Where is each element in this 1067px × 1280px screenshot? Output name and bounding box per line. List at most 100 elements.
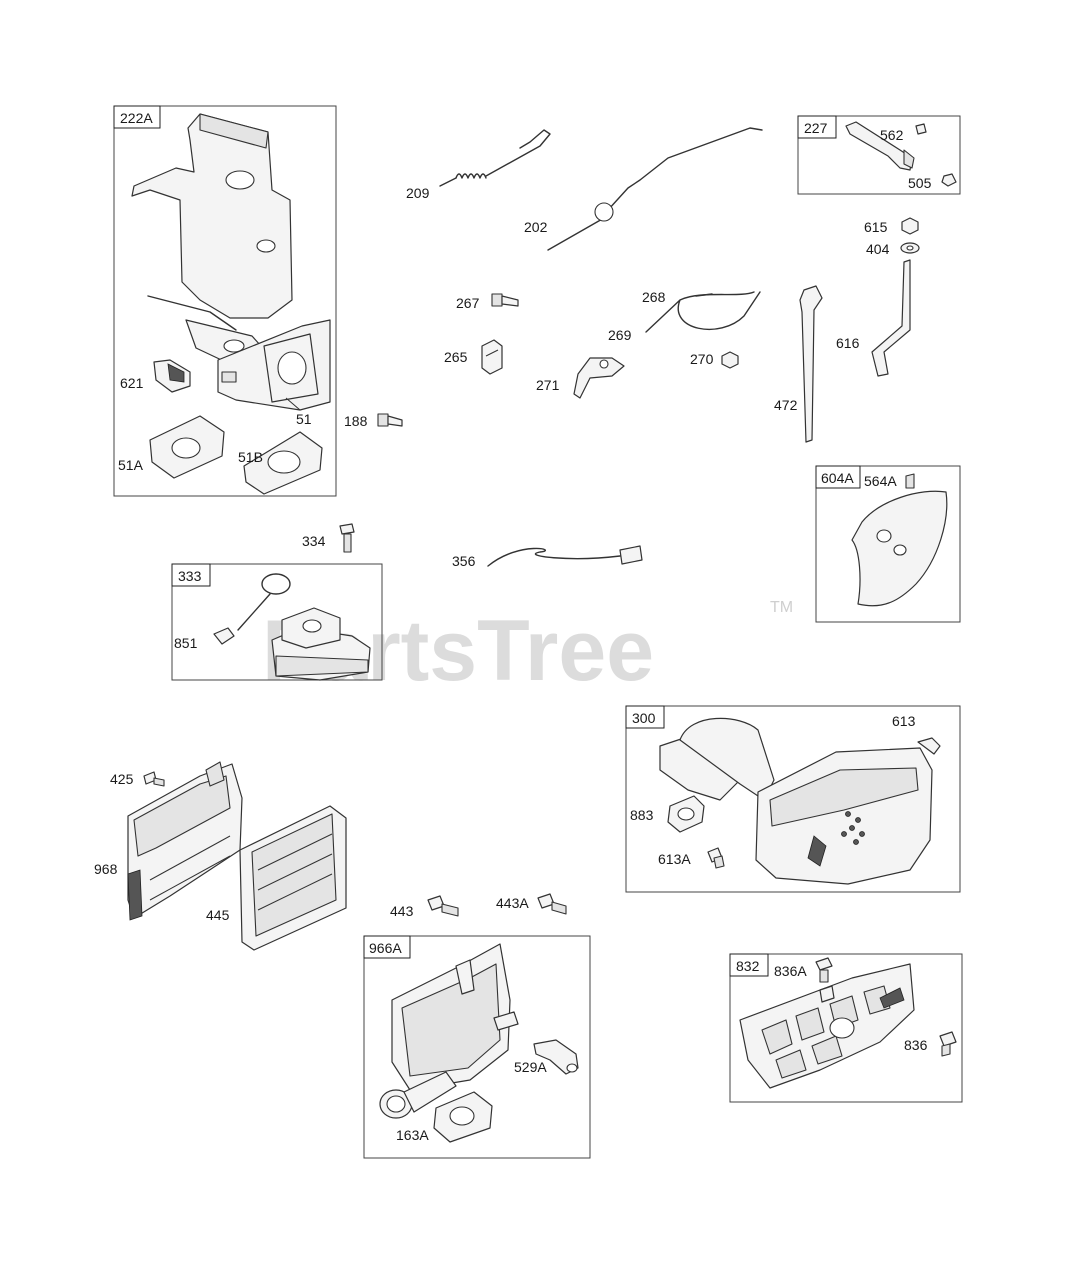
- group-832[interactable]: 832: [729, 953, 963, 1103]
- part-270-nut: [721, 351, 739, 369]
- part-443A-screw: [537, 893, 567, 915]
- callout-968: 968: [94, 861, 118, 877]
- callout-425: 425: [110, 771, 134, 787]
- group-222A-frame: [113, 105, 337, 497]
- group-832-label: 832: [736, 958, 760, 974]
- part-202-link: [547, 127, 763, 251]
- callout-271: 271: [536, 377, 560, 393]
- muffler-vent-holes: [841, 811, 865, 845]
- group-966A-tag: [363, 935, 411, 959]
- group-966A-label: 966A: [369, 940, 402, 956]
- group-227-tag: [797, 115, 837, 139]
- callout-443A: 443A: [496, 895, 529, 911]
- callout-163A: 163A: [396, 1127, 429, 1143]
- callout-616: 616: [836, 335, 860, 351]
- governor-bracket-drawing: [131, 113, 331, 411]
- part-966A-housing-drawing: [379, 943, 519, 1119]
- callout-270: 270: [690, 351, 714, 367]
- callout-51B: 51B: [238, 449, 263, 465]
- callout-613: 613: [892, 713, 916, 729]
- part-968-base-drawing: [127, 761, 243, 921]
- group-227-frame: [797, 115, 961, 195]
- watermark-trademark: TM: [770, 599, 793, 616]
- group-604A-label: 604A: [821, 470, 854, 486]
- callout-529A: 529A: [514, 1059, 547, 1075]
- callout-188: 188: [344, 413, 368, 429]
- part-265-clamp: [481, 339, 503, 375]
- callout-472: 472: [774, 397, 798, 413]
- part-209-spring: [439, 129, 551, 187]
- part-267-screw: [491, 293, 519, 307]
- part-334-screw: [339, 523, 355, 553]
- part-832-guard-drawing: [739, 963, 915, 1089]
- part-472-dipstick: [799, 285, 823, 443]
- part-445-filter-drawing: [239, 805, 347, 951]
- group-227[interactable]: 227: [797, 115, 961, 195]
- callout-883: 883: [630, 807, 654, 823]
- group-227-label: 227: [804, 120, 828, 136]
- part-333-ignition-drawing: [213, 573, 371, 681]
- part-621-clip: [153, 359, 191, 393]
- callout-209: 209: [406, 185, 430, 201]
- part-268-cable: [645, 291, 761, 333]
- callout-202: 202: [524, 219, 548, 235]
- part-604A-shield-drawing: [851, 473, 948, 607]
- callout-836: 836: [904, 1037, 928, 1053]
- part-227-bracket-drawing: [845, 121, 957, 187]
- callout-613A: 613A: [658, 851, 691, 867]
- callout-265: 265: [444, 349, 468, 365]
- callout-621: 621: [120, 375, 144, 391]
- group-966A[interactable]: 966A: [363, 935, 591, 1159]
- part-615-nut: [901, 217, 919, 235]
- group-333-frame: [171, 563, 383, 681]
- group-832-tag: [729, 953, 769, 977]
- group-604A-tag: [815, 465, 861, 489]
- part-300-muffler-drawing: [659, 717, 941, 885]
- part-188-screw: [377, 413, 403, 427]
- callout-268: 268: [642, 289, 666, 305]
- callout-404: 404: [866, 241, 890, 257]
- part-425-screw: [143, 771, 165, 787]
- part-836A-screw: [815, 957, 833, 983]
- part-356-wire: [487, 545, 643, 567]
- callout-51: 51: [296, 411, 312, 427]
- part-883-gasket: [667, 795, 705, 833]
- part-51A-gasket: [149, 415, 225, 479]
- group-333[interactable]: 333: [171, 563, 383, 681]
- callout-562: 562: [880, 127, 904, 143]
- group-832-frame: [729, 953, 963, 1103]
- part-616-shaft: [871, 259, 911, 377]
- part-271-lever: [573, 357, 625, 399]
- group-300-tag: [625, 705, 665, 729]
- group-222A-tag: [113, 105, 161, 129]
- part-836-screw: [939, 1031, 957, 1057]
- callout-851: 851: [174, 635, 198, 651]
- group-300-label: 300: [632, 710, 656, 726]
- group-604A[interactable]: 604A: [815, 465, 961, 623]
- callout-615: 615: [864, 219, 888, 235]
- part-443-screw: [427, 895, 459, 917]
- callout-267: 267: [456, 295, 480, 311]
- callout-356: 356: [452, 553, 476, 569]
- callout-836A: 836A: [774, 963, 807, 979]
- callout-334: 334: [302, 533, 326, 549]
- group-333-tag: [171, 563, 211, 587]
- part-51B-gasket: [243, 431, 323, 495]
- part-613A-screw: [707, 847, 725, 869]
- callout-564A: 564A: [864, 473, 897, 489]
- group-222A[interactable]: 222A: [113, 105, 337, 497]
- group-966A-frame: [363, 935, 591, 1159]
- callout-443: 443: [390, 903, 414, 919]
- callout-505: 505: [908, 175, 932, 191]
- part-163A-gasket: [433, 1091, 493, 1143]
- callout-445: 445: [206, 907, 230, 923]
- group-300-frame: [625, 705, 961, 893]
- part-404-washer: [900, 242, 920, 254]
- callout-269: 269: [608, 327, 632, 343]
- callout-51A: 51A: [118, 457, 144, 473]
- group-300[interactable]: 300: [625, 705, 961, 893]
- group-222A-label: 222A: [120, 110, 153, 126]
- group-604A-frame: [815, 465, 961, 623]
- group-333-label: 333: [178, 568, 202, 584]
